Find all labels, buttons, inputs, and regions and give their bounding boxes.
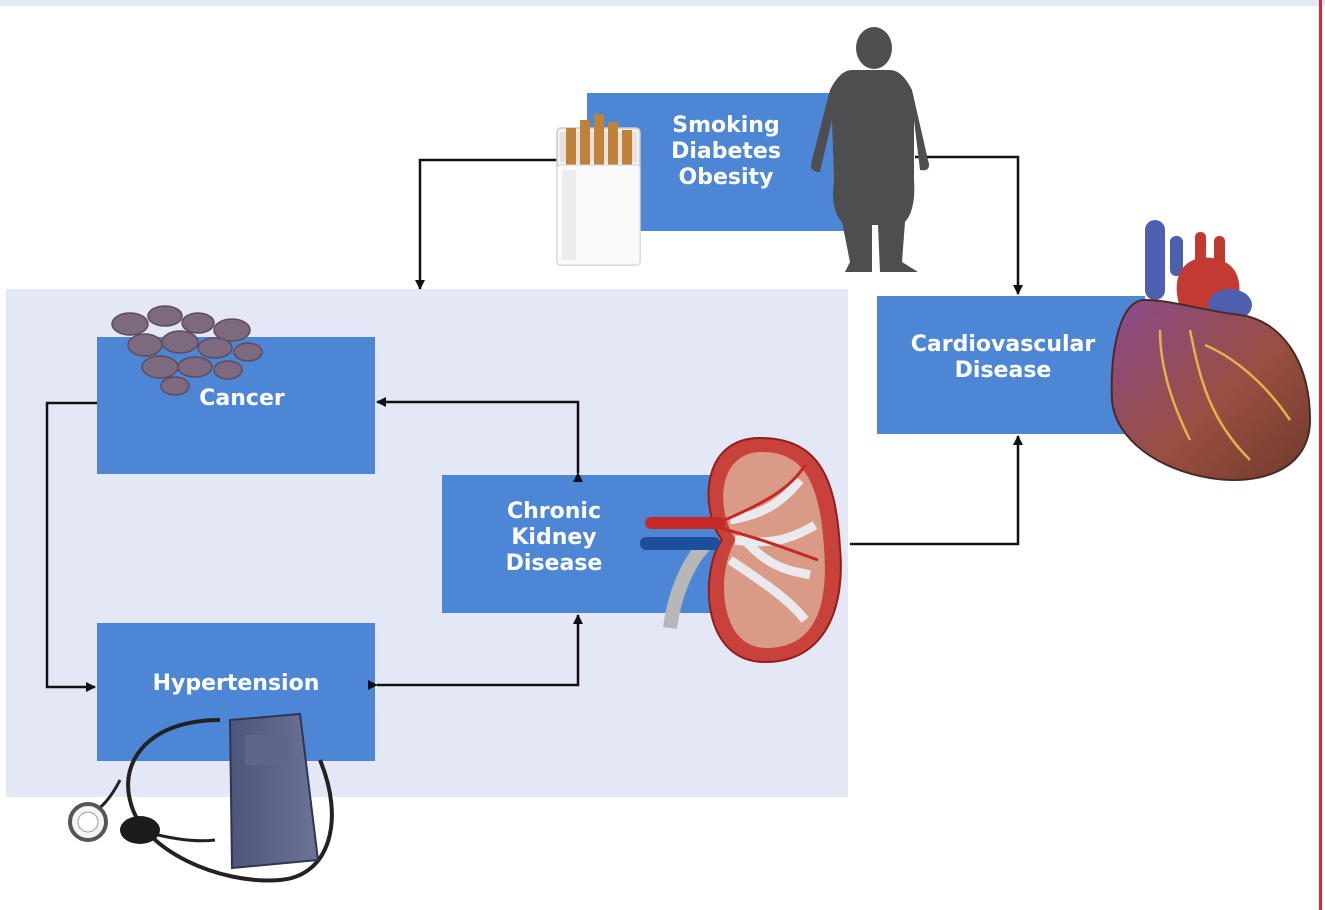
- arrow-cancer-hypertension: [47, 403, 97, 687]
- arrow-risk-to-panel: [420, 160, 560, 289]
- cigarettes-icon: [557, 114, 640, 265]
- arrow-risk-to-cvd: [915, 157, 1018, 294]
- arrow-hypertension-ckd: [377, 615, 578, 685]
- cancer-cells-icon: [112, 306, 262, 395]
- arrow-ckd-to-cvd: [850, 436, 1018, 544]
- kidney-icon: [640, 438, 841, 662]
- obese-person-icon: [811, 27, 929, 272]
- blood-pressure-cuff-icon: [70, 714, 332, 880]
- arrow-cancer-ckd: [377, 402, 578, 473]
- heart-icon: [1112, 220, 1310, 480]
